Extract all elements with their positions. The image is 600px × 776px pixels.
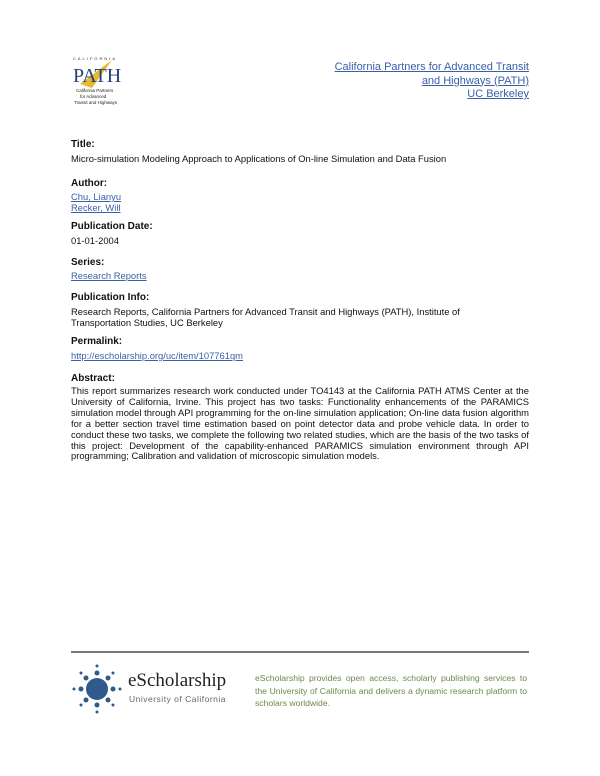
header-links: California Partners for Advanced Transit… — [335, 61, 529, 102]
title-value: Micro-simulation Modeling Approach to Ap… — [71, 153, 447, 164]
path-link-line1[interactable]: California Partners for Advanced Transit — [334, 61, 529, 73]
info-label: Publication Info: — [71, 292, 150, 303]
author-label: Author: — [71, 178, 108, 189]
abstract-text: This report summarizes research work con… — [71, 385, 529, 462]
uc-berkeley-link[interactable]: UC Berkeley — [467, 88, 529, 100]
svg-text:PATH: PATH — [73, 65, 121, 87]
abstract-label: Abstract: — [71, 373, 115, 384]
series-link[interactable]: Research Reports — [71, 270, 147, 281]
permalink-label: Permalink: — [71, 336, 123, 347]
title-label: Title: — [71, 139, 95, 150]
author-link[interactable]: Chu, Lianyu — [71, 191, 122, 202]
series-label: Series: — [71, 257, 105, 268]
escholarship-logo — [72, 664, 122, 719]
svg-text:California Partners: California Partners — [76, 88, 114, 93]
escholarship-brand: eScholarship — [128, 670, 227, 691]
info-line: Research Reports, California Partners fo… — [71, 306, 460, 317]
author-link[interactable]: Recker, Will — [71, 202, 121, 213]
escholarship-sun-icon — [72, 664, 122, 714]
escholarship-sub: University of California — [129, 694, 227, 704]
svg-text:CALIFORNIA: CALIFORNIA — [73, 56, 117, 61]
path-logo-icon: CALIFORNIA PATH California Partners for … — [73, 56, 121, 105]
svg-text:for Advanced: for Advanced — [80, 94, 107, 99]
info-line: Transportation Studies, UC Berkeley — [71, 317, 223, 328]
date-value: 01-01-2004 — [71, 235, 119, 246]
date-label: Publication Date: — [71, 221, 153, 232]
path-logo: CALIFORNIA PATH California Partners for … — [72, 54, 124, 112]
footer-divider — [71, 651, 529, 653]
svg-text:Transit and Highways: Transit and Highways — [74, 100, 118, 105]
footer-description: eScholarship provides open access, schol… — [255, 673, 527, 708]
path-link-line2[interactable]: and Highways (PATH) — [421, 74, 529, 87]
permalink-link[interactable]: http://escholarship.org/uc/item/107761qm — [71, 350, 243, 361]
